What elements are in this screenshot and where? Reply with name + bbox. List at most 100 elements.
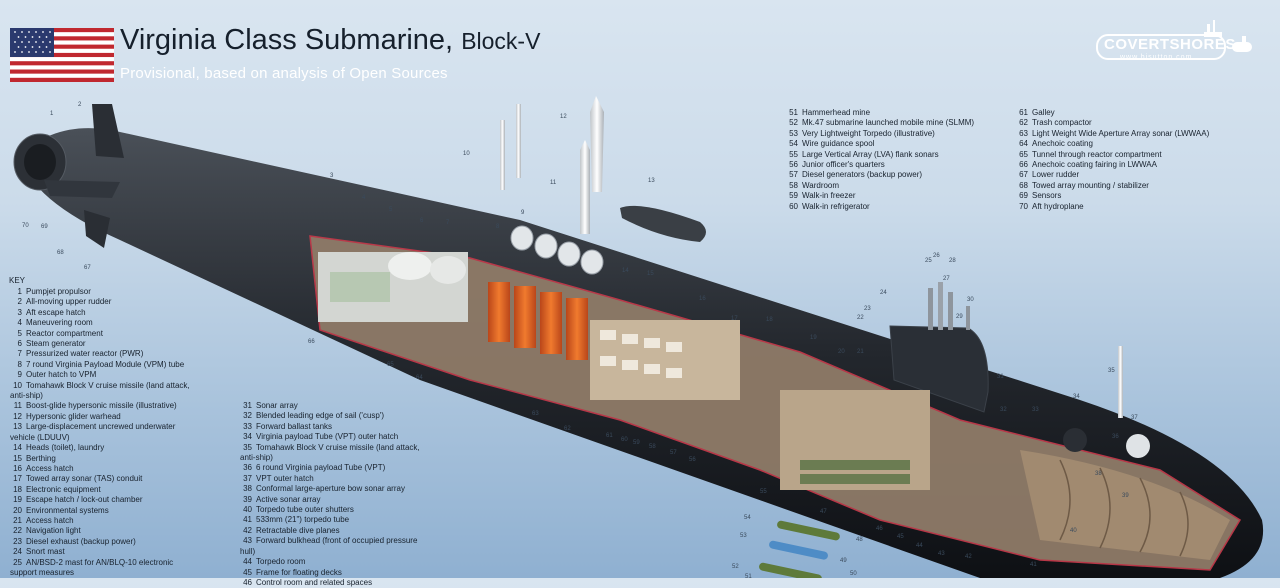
key-item-label: Sonar array [256,401,298,410]
key-item-number: 41 [243,515,252,525]
key-item-label: 533mm (21") torpedo tube [256,515,350,525]
callout-51: 51 [745,574,752,578]
key-item-label: Large Vertical Array (LVA) flank sonars [802,149,939,159]
callout-59: 59 [633,440,640,446]
key-item-number: 24 [13,547,22,557]
callout-16: 16 [699,296,706,302]
key-item-label: Large-displacement uncrewed underwater v… [10,422,176,442]
key-item-number: 5 [17,328,22,338]
key-item-number: 9 [17,370,22,380]
key-item-number: 13 [13,422,22,432]
key-item-number: 14 [13,443,22,453]
key-item-number: 20 [13,505,22,515]
lduuv [620,205,706,242]
key-item-label: Virginia payload Tube (VPT) outer hatch [256,432,399,442]
key-item-label: Torpedo tube outer shutters [256,505,354,515]
callout-47: 47 [820,509,827,515]
key-item-label: Retractable dive planes [256,525,340,535]
key-item-number: 4 [17,318,22,328]
key-item-number: 62 [1019,118,1028,128]
callout-48: 48 [856,537,863,543]
key-item-number: 70 [1019,201,1028,211]
callout-39: 39 [1122,493,1129,499]
page-title: Virginia Class Submarine, Block-V [120,24,541,56]
torpedoes-and-mines [759,520,840,578]
callout-25: 25 [925,258,932,264]
key-item-number: 37 [243,473,252,483]
callout-32: 32 [1000,407,1007,413]
key-item-label: Tomahawk Block V cruise missile (land at… [240,442,420,463]
key-item-label: Access hatch [26,515,74,525]
key-item-label: Walk-in refrigerator [802,201,870,211]
key-item-number: 43 [243,536,252,546]
callout-19: 19 [810,335,817,341]
key-item-label: Tunnel through reactor compartment [1032,149,1162,159]
callout-9: 9 [521,210,525,216]
callout-64: 64 [416,375,423,381]
key-item-number: 17 [13,474,22,484]
key-item-number: 65 [1019,149,1028,159]
cutaway-section [309,235,1242,571]
callout-49: 49 [840,558,847,564]
key-item-number: 18 [13,484,22,494]
sail [889,282,989,413]
key-item: 9 Outer hatch to VPM [10,370,195,380]
key-item: 14 Heads (toilet), laundry [10,443,195,453]
callout-65: 65 [387,362,394,368]
key-item-label: Control room and related spaces [256,577,373,587]
key-item-label: Light Weight Wide Aperture Array sonar (… [1032,128,1210,138]
key-item-label: Towed array sonar (TAS) conduit [26,474,143,484]
key-item-number: 10 [13,380,22,390]
key-item-number: 23 [13,536,22,546]
callout-41: 41 [1030,562,1037,568]
callout-21: 21 [857,349,864,355]
key-item-label: Active sonar array [256,494,321,504]
key-item-label: Heads (toilet), laundry [26,443,105,453]
key-item-label: Mk.47 submarine launched mobile mine (SL… [802,118,975,128]
key-item-label: AN/BSD-2 mast for AN/BLQ-10 electronic s… [10,557,174,577]
hypersonic-missiles [580,96,604,234]
callout-2: 2 [78,102,82,108]
callout-45: 45 [897,534,904,540]
key-item: 17 Towed array sonar (TAS) conduit [10,474,195,484]
callout-36: 36 [1112,434,1119,440]
key-item-label: Very Lightweight Torpedo (illustrative) [802,128,935,138]
key-item-number: 64 [1019,139,1028,149]
callout-6: 6 [420,218,424,224]
key-item-number: 54 [789,139,798,149]
key-item-label: Electronic equipment [26,484,101,494]
callout-7: 7 [446,220,450,226]
callout-5: 5 [389,207,393,213]
key-item-number: 8 [17,359,22,369]
key-item-label: Diesel generators (backup power) [802,170,923,180]
key-item-label: Towed array mounting / stabilizer [1032,180,1149,190]
callout-8: 8 [496,224,500,230]
key-item-number: 21 [13,515,22,525]
callout-53: 53 [740,533,747,539]
key-item-label: Outer hatch to VPM [26,370,97,380]
callout-14: 14 [622,268,629,274]
key-item-number: 58 [789,180,798,190]
us-flag [10,28,114,82]
covertshores-logo: COVERTSHORES www.hisutton.com [1092,18,1262,70]
key-item-label: Access hatch [26,463,74,473]
